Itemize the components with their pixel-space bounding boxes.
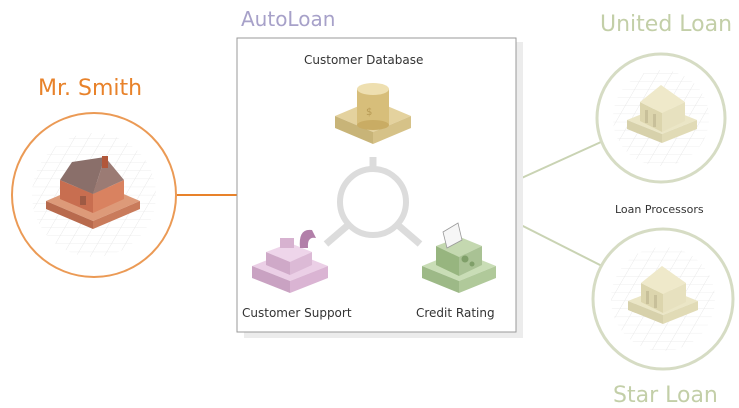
customer-label: Mr. Smith	[38, 76, 143, 101]
svg-text:$: $	[366, 107, 372, 118]
bank-building-icon	[627, 85, 697, 143]
connector-autoloan-star	[514, 221, 603, 267]
bank-building-icon	[628, 266, 698, 324]
lender-bottom-label: Star Loan	[613, 383, 718, 408]
credit-label: Credit Rating	[416, 306, 495, 320]
database-label: Customer Database	[304, 53, 424, 67]
telephone-icon	[252, 229, 328, 293]
lender-top-label: United Loan	[600, 12, 733, 37]
database-cylinder-icon: $	[335, 83, 411, 144]
processors-label: Loan Processors	[615, 203, 704, 216]
support-label: Customer Support	[242, 306, 352, 320]
house-icon	[46, 156, 140, 229]
company-label: AutoLoan	[241, 7, 336, 31]
hub-ring	[323, 157, 423, 247]
connector-autoloan-united	[514, 141, 602, 182]
credit-terminal-icon	[422, 222, 496, 293]
